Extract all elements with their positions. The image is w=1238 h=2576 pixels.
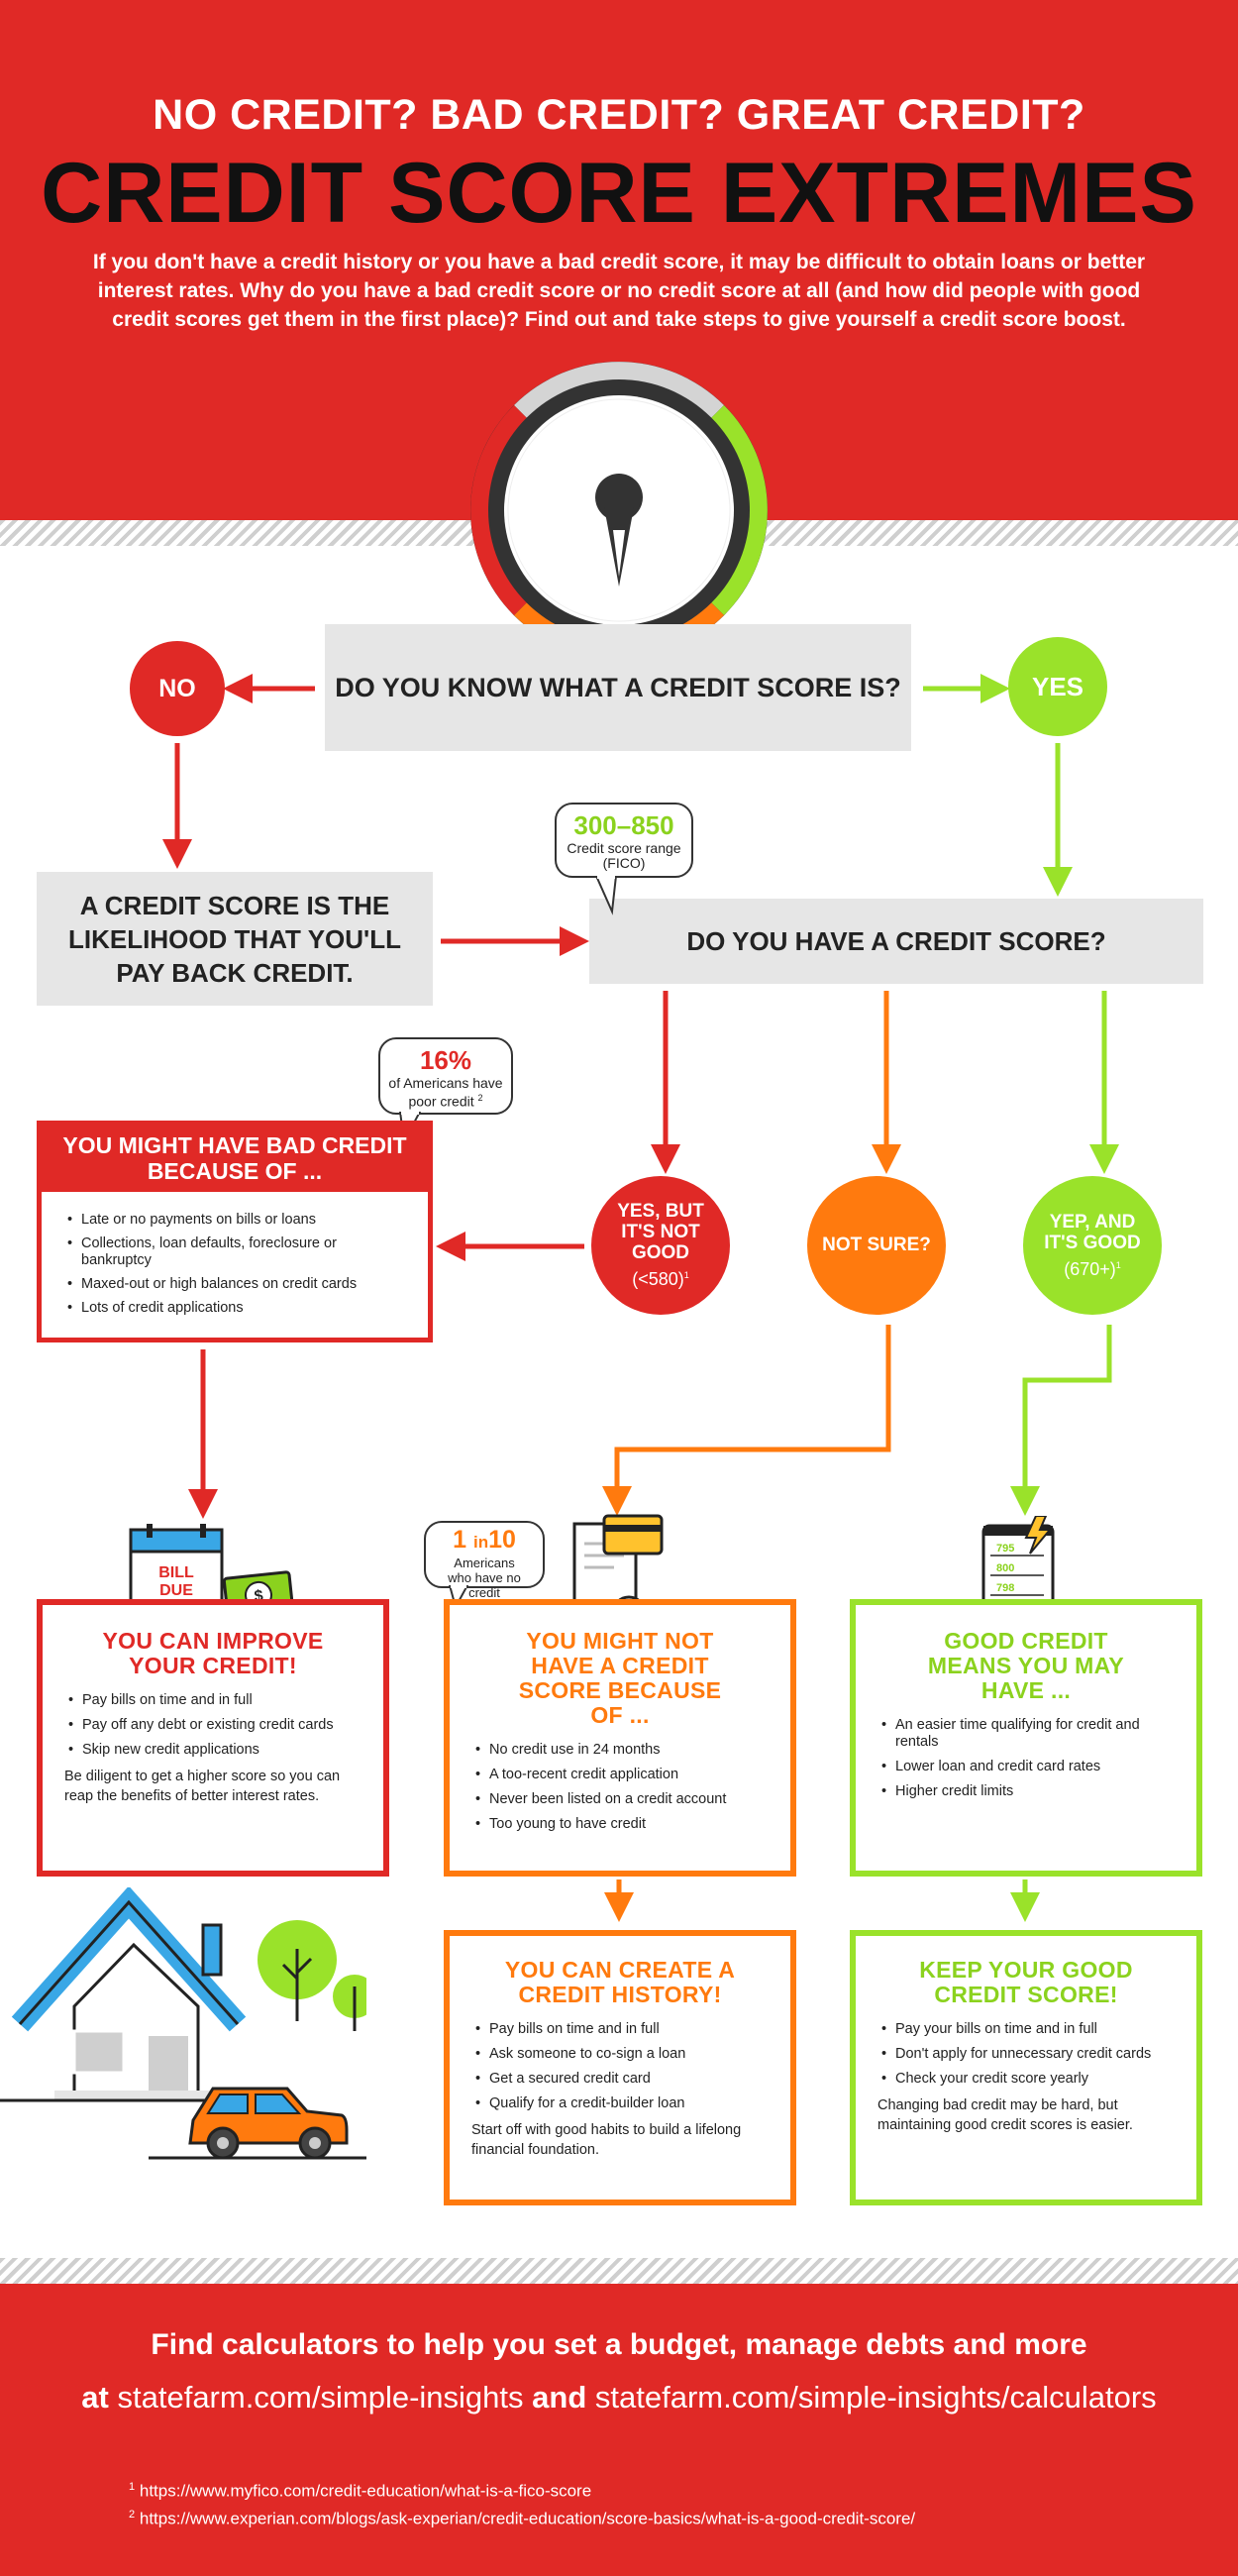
list-item: Check your credit score yearly xyxy=(877,2071,1175,2088)
footnote-2[interactable]: 2 https://www.experian.com/blogs/ask-exp… xyxy=(129,2509,916,2528)
list-item: Collections, loan defaults, foreclosure … xyxy=(63,1235,408,1269)
improve-credit-title: YOU CAN IMPROVE YOUR CREDIT! xyxy=(102,1628,324,1678)
poor-credit-label: of Americans have poor credit 2 xyxy=(388,1075,503,1110)
list-item: Ask someone to co-sign a loan xyxy=(471,2046,769,2063)
no-credit-score-card: YOU MIGHT NOT HAVE A CREDIT SCORE BECAUS… xyxy=(444,1599,796,1877)
create-credit-title: YOU CAN CREATE A CREDIT HISTORY! xyxy=(504,1957,736,2007)
phone-score-1: 795 xyxy=(996,1543,1014,1555)
answer-yep-good-range: (670+)1 xyxy=(1064,1258,1121,1279)
footer-links: at statefarm.com/simple-insights and sta… xyxy=(0,2380,1238,2415)
divider-pattern xyxy=(0,2258,1238,2284)
score-range-bubble: 300–850 Credit score range (FICO) xyxy=(555,803,693,878)
answer-not-sure: NOT SURE? xyxy=(807,1176,946,1315)
footer-at-text: at xyxy=(81,2380,109,2415)
question-know-credit-score: DO YOU KNOW WHAT A CREDIT SCORE IS? xyxy=(325,624,911,751)
answer-yes-not-good: YES, BUT IT'S NOT GOOD (<580)1 xyxy=(591,1176,730,1315)
bubble-tail-icon xyxy=(594,876,618,915)
list-item: No credit use in 24 months xyxy=(471,1742,769,1759)
list-item: Pay your bills on time and in full xyxy=(877,2021,1175,2038)
poor-credit-value: 16% xyxy=(419,1045,472,1075)
answer-yes-not-good-range: (<580)1 xyxy=(632,1269,689,1289)
no-credit-stat: 1 in10 xyxy=(453,1526,516,1554)
footer-link-calculators[interactable]: statefarm.com/simple-insights/calculator… xyxy=(594,2380,1157,2415)
keep-credit-title: KEEP YOUR GOOD CREDIT SCORE! xyxy=(919,1957,1133,2007)
page-title: CREDIT SCORE EXTREMES xyxy=(41,146,1197,241)
intro-text: If you don't have a credit history or yo… xyxy=(92,251,1146,331)
list-item: Maxed-out or high balances on credit car… xyxy=(63,1276,408,1293)
phone-score-2: 800 xyxy=(996,1562,1014,1574)
list-item: Qualify for a credit-builder loan xyxy=(471,2095,769,2112)
list-item: Pay off any debt or existing credit card… xyxy=(64,1717,361,1734)
bill-icon-text-1: BILL xyxy=(158,1564,194,1581)
list-item: Pay bills on time and in full xyxy=(471,2021,769,2038)
answer-no: NO xyxy=(130,641,225,736)
answer-yep-good-label: YEP, AND IT'S GOOD xyxy=(1044,1211,1141,1253)
create-credit-note: Start off with good habits to build a li… xyxy=(471,2122,742,2158)
answer-yep-good: YEP, AND IT'S GOOD (670+)1 xyxy=(1023,1176,1162,1315)
good-credit-card: GOOD CREDIT MEANS YOU MAY HAVE ... An ea… xyxy=(850,1599,1202,1877)
list-item: Too young to have credit xyxy=(471,1816,769,1833)
keep-credit-note: Changing bad credit may be hard, but mai… xyxy=(877,2097,1133,2133)
phone-score-icon: 795 800 798 xyxy=(981,1516,1055,1613)
no-credit-label: Americans who have no credit xyxy=(448,1556,521,1600)
keep-credit-card: KEEP YOUR GOOD CREDIT SCORE! Pay your bi… xyxy=(850,1930,1202,2205)
list-item: Pay bills on time and in full xyxy=(64,1692,361,1709)
improve-credit-note: Be diligent to get a higher score so you… xyxy=(64,1769,341,1804)
credit-gauge-icon xyxy=(470,362,768,659)
bad-credit-reasons: Late or no payments on bills or loans Co… xyxy=(37,1192,433,1342)
footer-and-text: and xyxy=(532,2380,587,2415)
answer-yes: YES xyxy=(1008,637,1107,736)
poor-credit-bubble: 16% of Americans have poor credit 2 xyxy=(378,1037,513,1115)
improve-credit-card: YOU CAN IMPROVE YOUR CREDIT! Pay bills o… xyxy=(37,1599,389,1877)
bad-credit-header: YOU MIGHT HAVE BAD CREDIT BECAUSE OF ... xyxy=(37,1121,433,1192)
list-item: Lower loan and credit card rates xyxy=(877,1759,1175,1775)
footer-link-simple-insights[interactable]: statefarm.com/simple-insights xyxy=(117,2380,524,2415)
list-item: Late or no payments on bills or loans xyxy=(63,1212,408,1229)
list-item: Get a secured credit card xyxy=(471,2071,769,2088)
list-item: Never been listed on a credit account xyxy=(471,1791,769,1808)
good-credit-title: GOOD CREDIT MEANS YOU MAY HAVE ... xyxy=(927,1628,1125,1703)
answer-yes-not-good-label: YES, BUT IT'S NOT GOOD xyxy=(617,1201,704,1263)
arrow-to-good-means xyxy=(1010,1325,1112,1516)
list-item: Lots of credit applications xyxy=(63,1300,408,1317)
create-credit-card: YOU CAN CREATE A CREDIT HISTORY! Pay bil… xyxy=(444,1930,796,2205)
list-item: Higher credit limits xyxy=(877,1783,1175,1800)
bill-icon-text-2: DUE xyxy=(159,1582,193,1599)
house-car-illustration-icon xyxy=(0,1887,366,2160)
footer-band xyxy=(0,2284,1238,2576)
score-range-value: 300–850 xyxy=(573,810,674,840)
list-item: A too-recent credit application xyxy=(471,1767,769,1783)
question-have-credit-score: DO YOU HAVE A CREDIT SCORE? xyxy=(589,899,1203,984)
no-credit-score-title: YOU MIGHT NOT HAVE A CREDIT SCORE BECAUS… xyxy=(518,1628,722,1728)
footer-headline: Find calculators to help you set a budge… xyxy=(151,2328,1087,2361)
score-range-label: Credit score range (FICO) xyxy=(567,840,681,871)
page-subtitle: NO CREDIT? BAD CREDIT? GREAT CREDIT? xyxy=(153,91,1085,139)
phone-score-3: 798 xyxy=(996,1582,1014,1594)
footnote-1[interactable]: 1 https://www.myfico.com/credit-educatio… xyxy=(129,2481,592,2501)
credit-score-definition: A CREDIT SCORE IS THE LIKELIHOOD THAT YO… xyxy=(37,872,433,1006)
arrow-to-no-score xyxy=(602,1325,891,1516)
dollar-icon-text: $ xyxy=(254,1587,264,1605)
no-credit-bubble: 1 in10 Americans who have no credit xyxy=(424,1521,545,1600)
list-item: An easier time qualifying for credit and… xyxy=(877,1717,1175,1751)
list-item: Skip new credit applications xyxy=(64,1742,361,1759)
list-item: Don't apply for unnecessary credit cards xyxy=(877,2046,1175,2063)
